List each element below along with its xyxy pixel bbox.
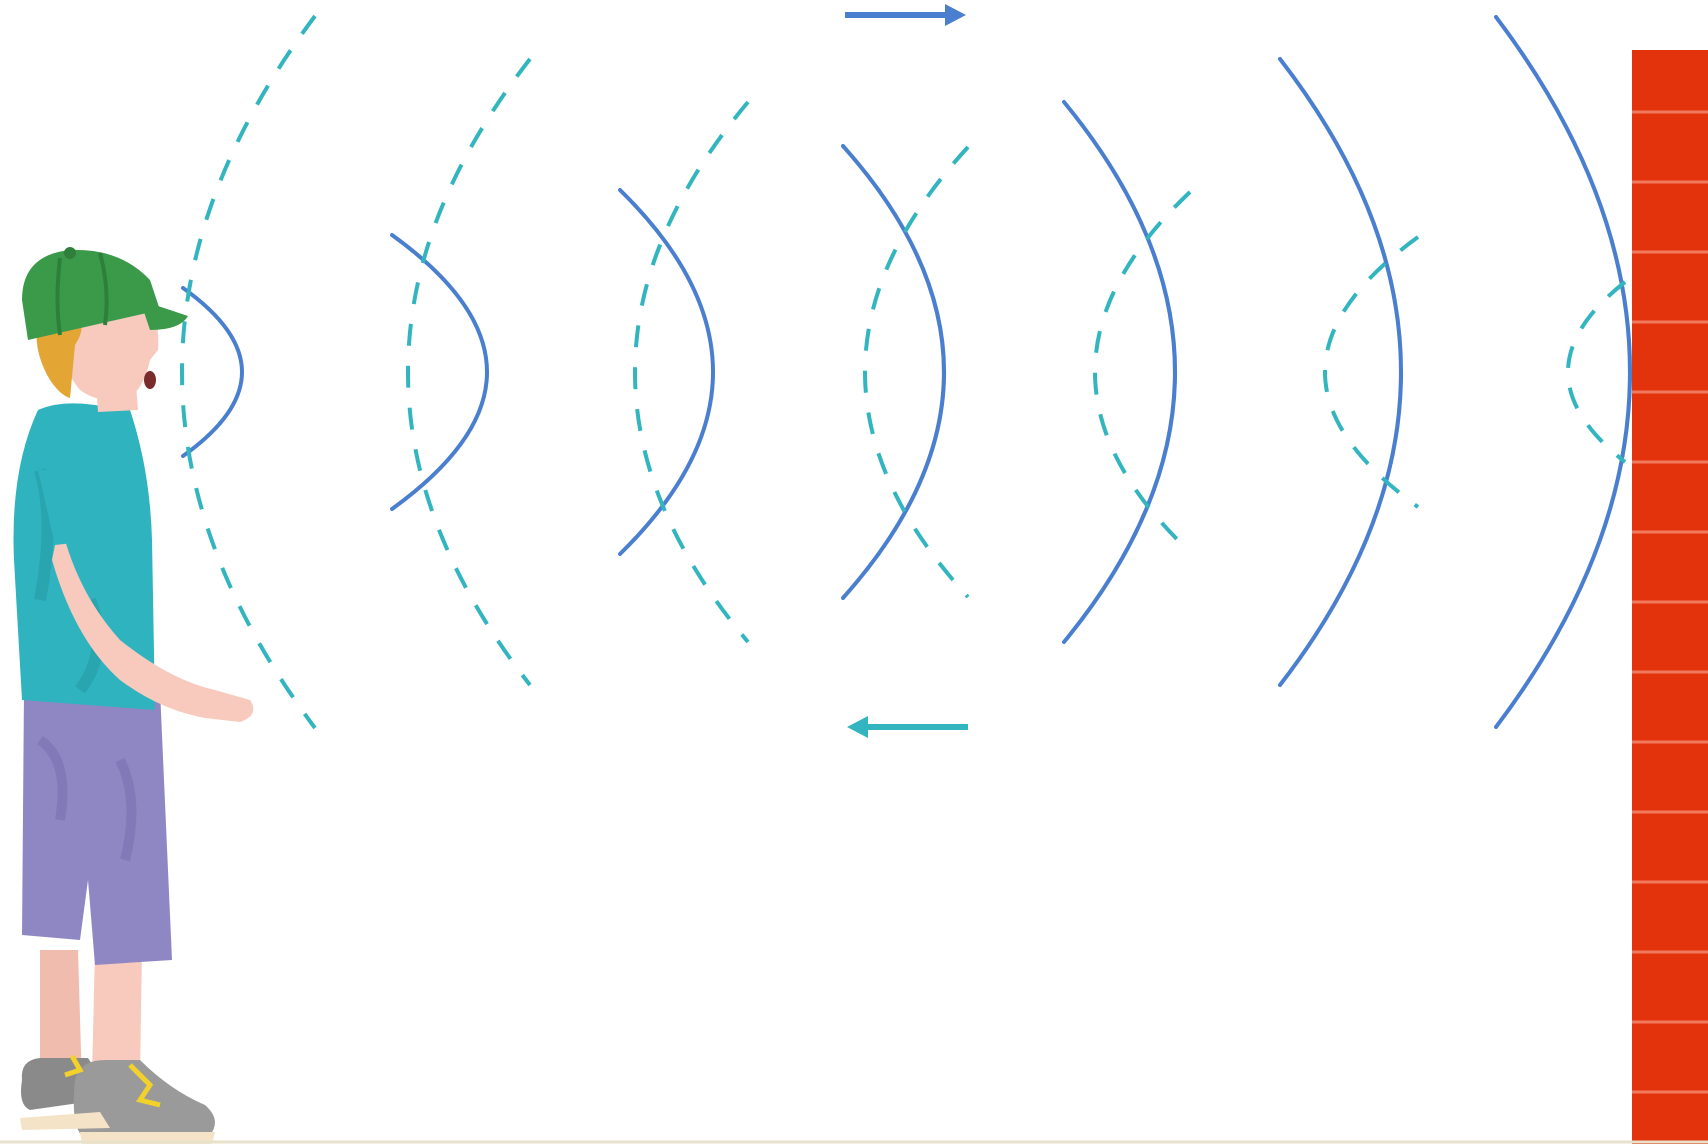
- arrow-left-icon: [847, 716, 968, 738]
- reflected-wave-7: [180, 14, 317, 730]
- outgoing-wave-4: [841, 144, 946, 600]
- outgoing-wave-6: [1278, 57, 1403, 687]
- hair: [36, 318, 82, 398]
- reflected-sound-waves: [180, 14, 1627, 730]
- arrow-right-icon: [845, 4, 966, 26]
- person-shouting-icon: [13, 247, 254, 1144]
- outgoing-wave-2: [390, 233, 489, 511]
- outgoing-wave-5: [1062, 100, 1177, 644]
- reflected-wave-6: [406, 57, 532, 687]
- outgoing-sound-waves: [181, 15, 1632, 729]
- reflected-wave-3: [1093, 190, 1192, 554]
- outgoing-wave-1: [181, 286, 244, 458]
- reflected-wave-2: [1323, 235, 1420, 509]
- shorts: [22, 690, 172, 965]
- outgoing-wave-7: [1494, 15, 1632, 729]
- brick-wall: [1632, 50, 1708, 1144]
- reflected-wave-5: [633, 100, 750, 644]
- reflected-wave-1: [1566, 280, 1627, 464]
- reflected-wave-4: [863, 145, 970, 599]
